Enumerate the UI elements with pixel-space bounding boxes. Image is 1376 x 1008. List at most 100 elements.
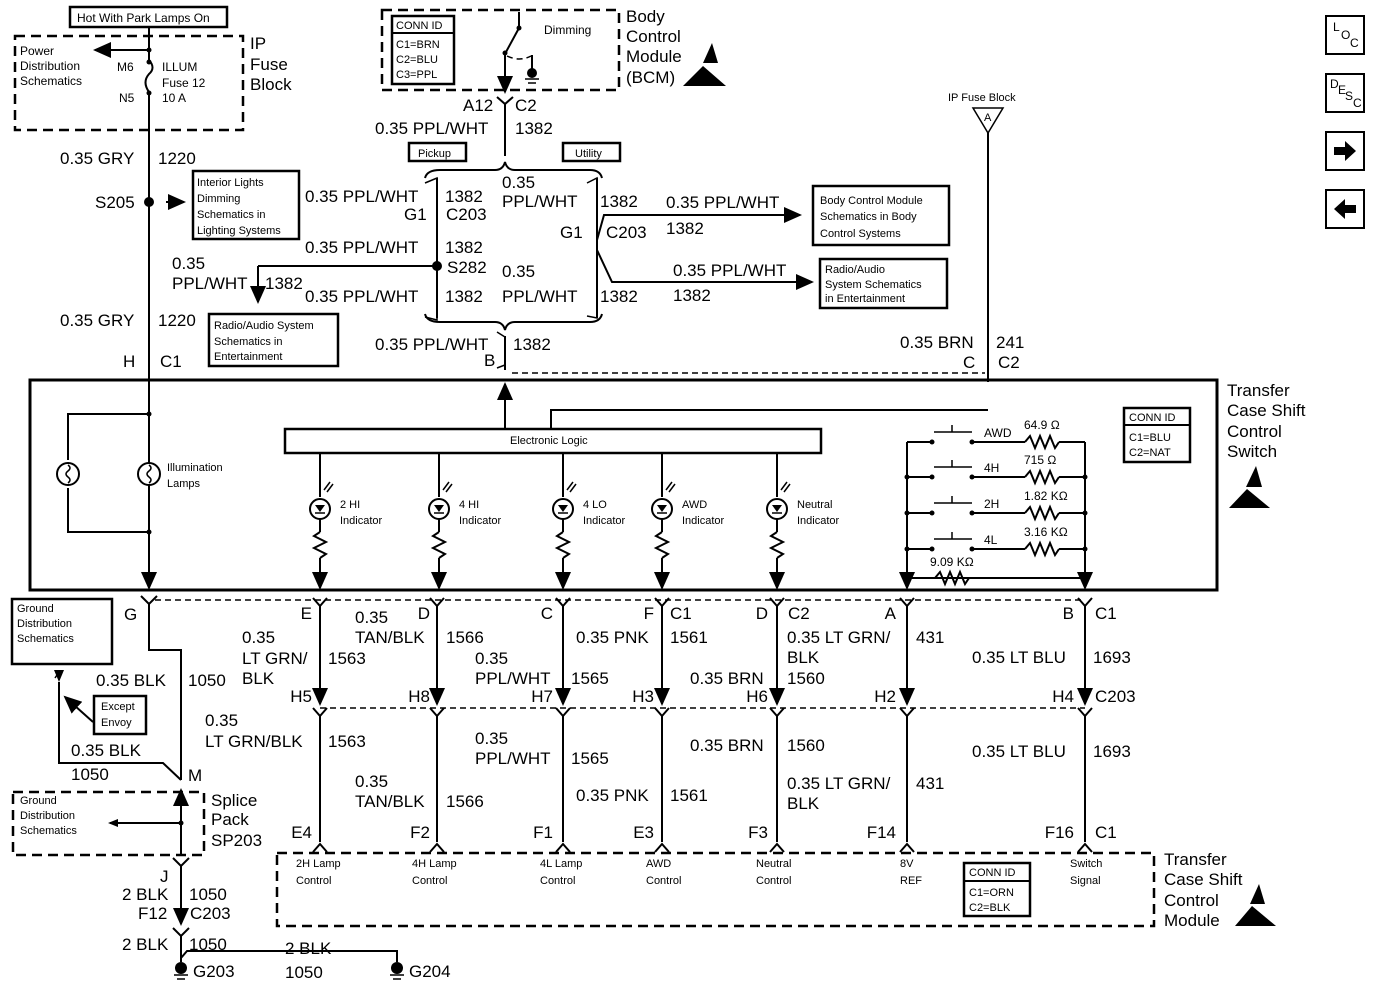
- radio-audio-ref-right[interactable]: Radio/Audio System Schematics in Enterta…: [818, 257, 949, 310]
- wire-gauge: 0.35 BRN: [690, 736, 764, 755]
- resistor-icon: [1024, 468, 1060, 486]
- pin-label: H5: [290, 687, 312, 706]
- pin-label: C: [541, 604, 553, 623]
- loc-letter-c: C: [1350, 36, 1359, 50]
- ip-fuse-block-ref-label: IP Fuse Block: [948, 92, 1016, 104]
- wire-circuit: 1050: [285, 963, 323, 982]
- svg-text:Fuse: Fuse: [250, 55, 288, 74]
- wire-gauge: 0.35 BRN: [690, 669, 764, 688]
- pin-label: H6: [746, 687, 768, 706]
- pin-label: G: [124, 605, 137, 624]
- location-button[interactable]: L O C: [1325, 15, 1365, 55]
- svg-text:Module: Module: [1164, 911, 1220, 930]
- svg-text:A: A: [984, 112, 992, 124]
- pin-label: F14: [867, 823, 896, 842]
- esd-warning-icon: [1235, 884, 1276, 926]
- wire-gauge: 0.35 LT GRN/: [787, 774, 891, 793]
- next-page-button[interactable]: [1325, 131, 1365, 171]
- svg-text:ILLUM: ILLUM: [162, 60, 197, 74]
- wire-circuit: 1382: [600, 192, 638, 211]
- electronic-logic-block: Electronic Logic: [283, 427, 823, 455]
- wire-gauge: 0.35: [502, 173, 535, 192]
- svg-text:Fuse 12: Fuse 12: [162, 76, 206, 90]
- wire-gauge: PPL/WHT: [502, 192, 578, 211]
- wire-gauge: 0.35: [475, 729, 508, 748]
- bcm-schematics-ref[interactable]: Body Control Module Schematics in Body C…: [811, 184, 951, 247]
- pin-label: G1: [560, 223, 583, 242]
- svg-text:Ground: Ground: [17, 603, 54, 615]
- svg-text:Control: Control: [1164, 891, 1219, 910]
- svg-text:Lighting Systems: Lighting Systems: [197, 225, 281, 237]
- wire-circuit: 1220: [158, 311, 196, 330]
- resistor-value: 9.09 KΩ: [930, 555, 974, 569]
- pin-label: H: [123, 352, 135, 371]
- splice-pack-ground-ref[interactable]: Ground Distribution Schematics: [20, 795, 77, 837]
- previous-page-button[interactable]: [1325, 189, 1365, 229]
- svg-text:Utility: Utility: [575, 148, 602, 160]
- pin-label: J: [160, 867, 169, 886]
- illumination-lamp-icon: [137, 462, 161, 486]
- ground-icon: [174, 962, 188, 980]
- pin-label: F1: [533, 823, 553, 842]
- wire-gauge: 0.35 PPL/WHT: [305, 187, 418, 206]
- wire-gauge: 0.35: [205, 711, 238, 730]
- left-arrow-icon: [1334, 199, 1356, 219]
- description-button[interactable]: D E S C: [1325, 73, 1365, 113]
- harness-wire-1: [429, 597, 445, 853]
- svg-text:Block: Block: [250, 75, 292, 94]
- pin-label: A: [885, 604, 897, 623]
- radio-audio-ref-left[interactable]: Radio/Audio System Schematics in Enterta…: [207, 312, 340, 368]
- svg-text:C2=BLU: C2=BLU: [396, 54, 438, 66]
- switch-position-label: 2H: [984, 497, 999, 511]
- wire-circuit: 1382: [666, 219, 704, 238]
- fuse-pin-n5: N5: [119, 91, 135, 105]
- right-arrow-icon: [1334, 141, 1356, 161]
- wire-gauge: LT GRN/BLK: [205, 732, 303, 751]
- ground-g204-label: G204: [409, 962, 451, 981]
- svg-text:Schematics: Schematics: [20, 825, 77, 837]
- pin-label: F3: [748, 823, 768, 842]
- pin-label: H4: [1052, 687, 1074, 706]
- indicator-label: Indicator: [682, 515, 725, 527]
- resistor-value: 3.16 KΩ: [1024, 525, 1068, 539]
- interior-lights-ref[interactable]: Interior Lights Dimming Schematics in Li…: [191, 169, 301, 241]
- wire-gauge: 0.35: [475, 649, 508, 668]
- svg-text:Ground: Ground: [20, 795, 57, 807]
- pin-label: E4: [291, 823, 312, 842]
- wire-circuit: 1382: [445, 287, 483, 306]
- harness-wire-5: [899, 597, 915, 853]
- wire-gauge: 2 BLK: [122, 935, 169, 954]
- module-function-label: Control: [296, 875, 331, 887]
- desc-letter-c: C: [1353, 96, 1362, 110]
- resistor-icon: [934, 569, 970, 587]
- svg-text:Case Shift: Case Shift: [1164, 870, 1243, 889]
- wire-gauge: BLK: [787, 648, 820, 667]
- svg-text:C1=BRN: C1=BRN: [396, 39, 440, 51]
- connector-label: C203: [190, 904, 231, 923]
- indicator-label: Indicator: [583, 515, 626, 527]
- harness-wire-2: [555, 597, 571, 853]
- ip-fuse-block-ref-a[interactable]: A: [971, 107, 1005, 135]
- wire-circuit: 1050: [189, 885, 227, 904]
- svg-text:Schematics in: Schematics in: [197, 209, 265, 221]
- wire-gauge: BLK: [787, 794, 820, 813]
- pin-label: B: [484, 351, 495, 370]
- svg-text:Power: Power: [20, 44, 54, 58]
- wire-gauge: 0.35 BLK: [71, 741, 142, 760]
- power-distribution-ref[interactable]: Power Distribution Schematics: [20, 44, 82, 88]
- splice-label: S282: [447, 258, 487, 277]
- svg-text:Body: Body: [626, 7, 665, 26]
- svg-text:Control: Control: [626, 27, 681, 46]
- light-emission-icon: [566, 481, 577, 493]
- wire-circuit: 1565: [571, 669, 609, 688]
- wire-gauge: 2 BLK: [285, 939, 332, 958]
- fuse-icon: [144, 59, 154, 93]
- wire-circuit: 1561: [670, 786, 708, 805]
- module-conn-id: CONN ID C1=ORN C2=BLK: [962, 861, 1032, 918]
- ground-distribution-ref[interactable]: Ground Distribution Schematics: [10, 597, 114, 666]
- svg-text:Schematics: Schematics: [20, 74, 82, 88]
- pin-label: H7: [531, 687, 553, 706]
